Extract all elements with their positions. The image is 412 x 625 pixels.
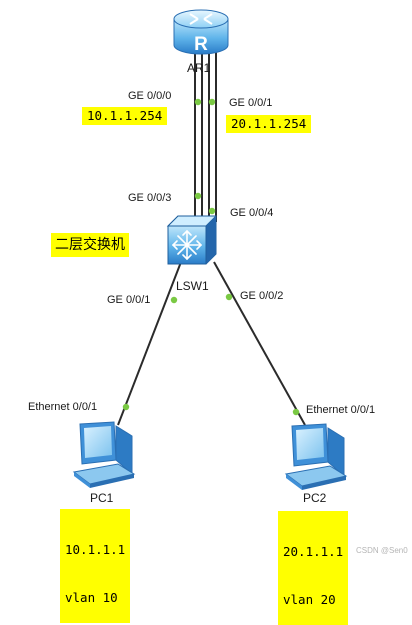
link-lsw1-to-pc1 [117, 261, 182, 426]
port-dot [194, 98, 202, 106]
port-label-lsw1-ge004: GE 0/0/4 [230, 207, 274, 219]
pc2-ip-label: 20.1.1.1 [283, 544, 344, 559]
port-label-lsw1-ge001: GE 0/0/1 [107, 294, 151, 306]
port-label-lsw1-ge003: GE 0/0/3 [128, 192, 172, 204]
port-label-ar1-ge001: GE 0/0/1 [229, 97, 273, 109]
port-dot [122, 403, 130, 411]
port-dot [208, 207, 216, 215]
port-dot [194, 192, 202, 200]
gateway-address-left: 10.1.1.254 [82, 107, 168, 125]
switch-icon[interactable] [166, 215, 218, 265]
port-label-lsw1-ge002: GE 0/0/2 [240, 290, 284, 302]
switch-annotation: 二层交换机 [51, 233, 129, 257]
pc-icon[interactable] [72, 421, 136, 488]
port-dot [170, 296, 178, 304]
pc1-name-label: PC1 [90, 491, 114, 505]
port-dot [225, 293, 233, 301]
pc1-vlan-label: vlan 10 [65, 590, 118, 605]
gateway-address-right: 20.1.1.254 [226, 115, 312, 133]
watermark: CSDN @Sen0 [356, 546, 408, 555]
port-dots [122, 98, 300, 416]
pc2-info-box: 20.1.1.1 vlan 20 [278, 511, 349, 625]
port-label-pc1-eth001: Ethernet 0/0/1 [28, 401, 98, 413]
pc2-vlan-label: vlan 20 [283, 592, 336, 607]
pc2-name-label: PC2 [303, 491, 327, 505]
port-label-pc2-eth001: Ethernet 0/0/1 [306, 404, 376, 416]
router-icon[interactable]: R [173, 9, 229, 55]
pc1-ip-label: 10.1.1.1 [65, 542, 126, 557]
link-lsw1-to-pc2 [213, 261, 306, 426]
port-dot [208, 98, 216, 106]
pc1-info-box: 10.1.1.1 vlan 10 [60, 509, 131, 623]
router-name-label: AR1 [187, 61, 211, 75]
link-ar1-ge001-to-lsw1-ge004 [208, 52, 217, 222]
switch-name-label: LSW1 [176, 279, 209, 293]
topology-diagram: R [72, 9, 348, 490]
port-label-ar1-ge000: GE 0/0/0 [128, 90, 172, 102]
port-dot [292, 408, 300, 416]
pc-icon[interactable] [284, 423, 348, 490]
svg-text:R: R [194, 34, 208, 55]
